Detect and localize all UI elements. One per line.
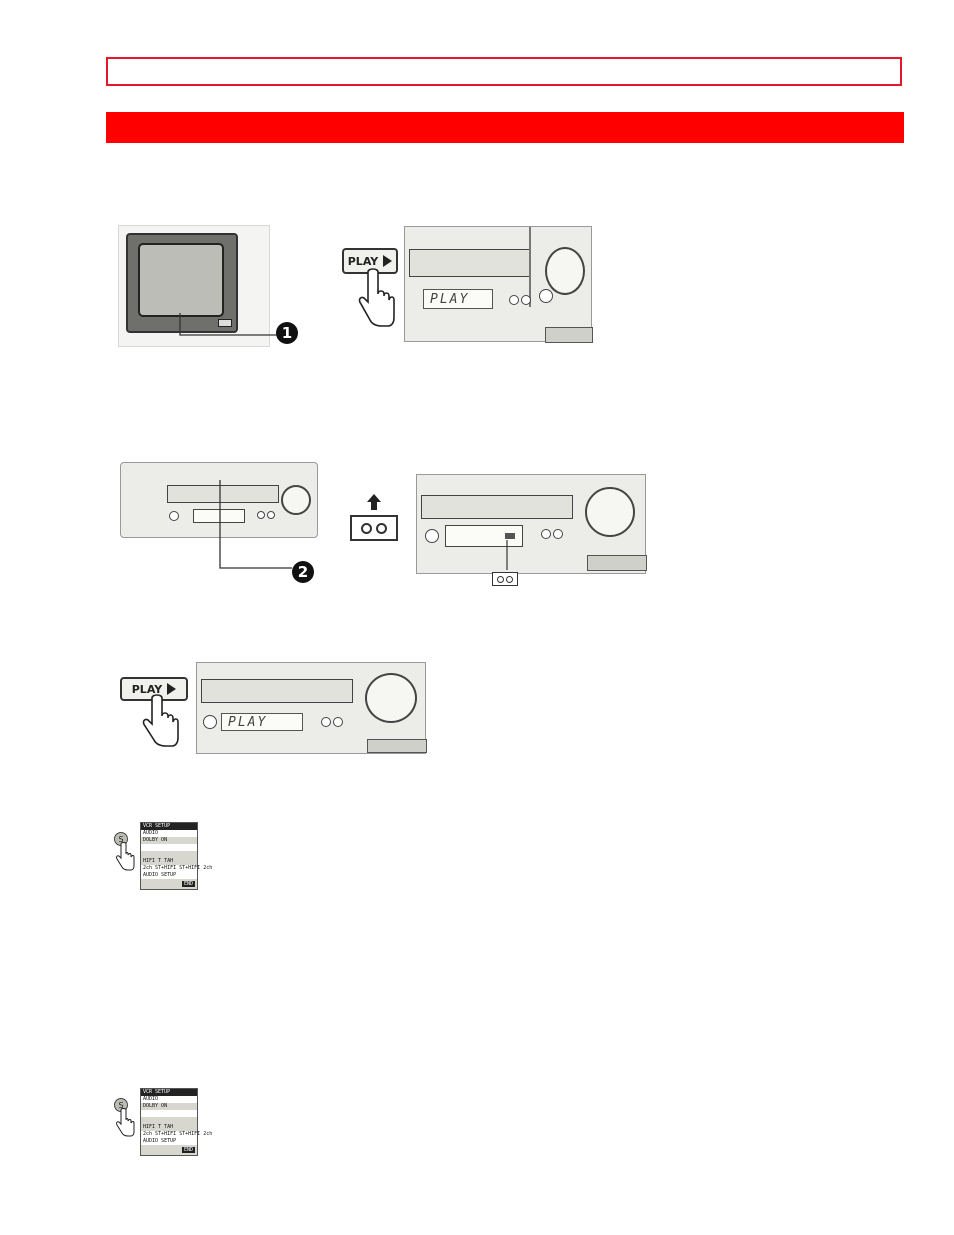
tv-illustration	[118, 225, 278, 347]
vcr-shuttle-dial[interactable]	[365, 673, 417, 723]
vcr-button[interactable]	[521, 295, 531, 305]
pointing-hand-icon	[116, 842, 135, 871]
pointing-hand-icon	[116, 1108, 135, 1137]
vcr-button[interactable]	[169, 511, 179, 521]
vcr-display: PLAY	[221, 713, 303, 731]
osd-menu-row: AUDIO	[141, 830, 197, 837]
play-button-label: PLAY	[347, 254, 379, 268]
play-icon	[167, 683, 177, 695]
osd-menu-row	[141, 1117, 197, 1124]
osd-menu-row: AUDIO SETUP	[141, 1138, 197, 1145]
vcr-display	[193, 509, 245, 523]
play-button-label: PLAY	[131, 682, 163, 696]
tv-set	[126, 233, 238, 333]
vcr-button[interactable]	[267, 511, 275, 519]
osd-menu-row	[141, 1110, 197, 1117]
vcr-button[interactable]	[321, 717, 331, 727]
osd-menu-screen: VCR SETUP AUDIO DOLBY ON HIFI T TAH 2ch …	[140, 1088, 213, 1156]
callout-line	[219, 480, 292, 569]
osd-menu-title: VCR SETUP	[141, 823, 197, 830]
vcr-button[interactable]	[257, 511, 265, 519]
pointing-hand-icon	[358, 268, 395, 327]
vcr-button[interactable]	[541, 529, 551, 539]
vcr-front-panel	[416, 474, 647, 574]
cassette-slot	[409, 249, 531, 277]
callout-line	[179, 313, 278, 336]
vcr-button[interactable]	[203, 715, 217, 729]
vcr-shuttle-dial[interactable]	[585, 487, 635, 537]
vcr-front-panel: PLAY	[404, 226, 593, 343]
cassette-indicator	[505, 533, 515, 539]
osd-footer: END	[181, 1147, 195, 1153]
osd-menu-row	[141, 851, 197, 858]
step-1-badge: 1	[276, 322, 298, 344]
osd-menu-row: DOLBY ON	[143, 837, 168, 843]
vcr-button[interactable]	[425, 529, 439, 543]
osd-menu-title: VCR SETUP	[141, 1089, 197, 1096]
vcr-shuttle-dial[interactable]	[281, 485, 311, 515]
tv-screen	[138, 243, 224, 317]
vcr-button[interactable]	[539, 289, 553, 303]
vcr-front-panel: PLAY	[196, 662, 427, 754]
osd-menu-row	[141, 844, 197, 851]
osd-menu-row: DOLBY ON	[143, 1103, 168, 1109]
osd-menu-row: 2ch ST+HIFI ST+HIFI 2ch	[141, 865, 213, 872]
osd-footer: END	[181, 881, 195, 887]
osd-menu-row: AUDIO SETUP	[141, 872, 197, 879]
osd-menu-row: HIFI T TAH	[143, 858, 174, 864]
vcr-display: PLAY	[423, 289, 493, 309]
callout-line	[506, 540, 508, 570]
section-title-bar	[106, 112, 904, 143]
vcr-shuttle-dial[interactable]	[545, 247, 585, 295]
cassette-slot	[167, 485, 279, 503]
osd-menu-row: HIFI T TAH	[143, 1124, 174, 1130]
vcr-full-illustration	[120, 462, 318, 538]
osd-menu-screen: VCR SETUP AUDIO DOLBY ON HIFI T TAH 2ch …	[140, 822, 213, 890]
step-2-badge: 2	[292, 561, 314, 583]
vcr-display	[445, 525, 523, 547]
up-arrow-icon	[367, 494, 381, 510]
play-icon	[383, 255, 393, 267]
pointing-hand-icon	[142, 694, 179, 747]
cassette-indicator-icon	[492, 572, 518, 586]
vcr-button[interactable]	[333, 717, 343, 727]
vcr-button[interactable]	[509, 295, 519, 305]
setup-button-label: S	[118, 1100, 124, 1110]
cassette-slot	[421, 495, 573, 519]
cassette-slot	[201, 679, 353, 703]
vcr-button[interactable]	[553, 529, 563, 539]
tv-power-led	[218, 319, 232, 327]
osd-menu-row: 2ch ST+HIFI ST+HIFI 2ch	[141, 1131, 213, 1138]
osd-menu-row: AUDIO	[141, 1096, 197, 1103]
page-header-box	[106, 57, 902, 86]
setup-button-label: S	[118, 834, 124, 844]
cassette-icon	[350, 515, 398, 541]
